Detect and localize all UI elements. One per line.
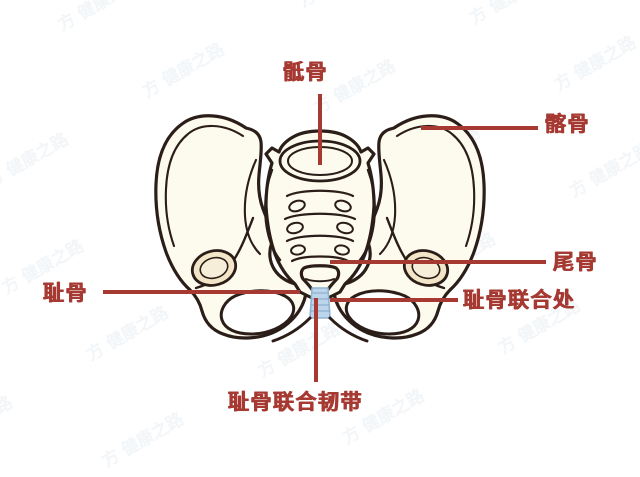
right-hip-bone (332, 114, 486, 340)
left-obturator-foramen (219, 289, 296, 336)
sacral-ridge-2 (283, 212, 357, 221)
sacral-foramen-left-3 (290, 244, 306, 256)
sacral-ridge-4 (290, 255, 350, 263)
left-iliac-crest-line (164, 124, 245, 248)
right-iliac-fossa-line (378, 158, 397, 256)
sacral-foramen-right-2 (336, 221, 354, 235)
sacral-foramen-left-2 (286, 221, 304, 235)
label-pubis: 耻骨 (43, 281, 88, 305)
sacral-ridge-3 (285, 234, 355, 243)
right-inferior-pubic-ramus (328, 316, 369, 343)
sacral-foramen-left-1 (288, 199, 306, 213)
label-ilium: 髂骨 (545, 112, 590, 136)
right-sacroiliac-joint (358, 168, 376, 262)
left-iliac-fossa-line (243, 158, 262, 256)
label-coccyx: 尾骨 (553, 250, 598, 274)
left-acetabulum-inner (199, 256, 229, 280)
left-sacroiliac-joint (264, 168, 282, 262)
left-inferior-pubic-ramus (271, 316, 312, 343)
coccyx-segment-line (305, 278, 335, 283)
sacral-ridge-1 (285, 189, 355, 198)
label-pubic-symphysis: 耻骨联合处 (463, 288, 576, 312)
sacral-foramen-right-1 (334, 199, 352, 213)
label-pubic-symphysis-ligament: 耻骨联合韧带 (228, 390, 363, 414)
left-hip-bone (154, 114, 308, 340)
sacral-foramen-right-3 (334, 244, 350, 256)
label-sacrum: 骶骨 (283, 60, 328, 84)
